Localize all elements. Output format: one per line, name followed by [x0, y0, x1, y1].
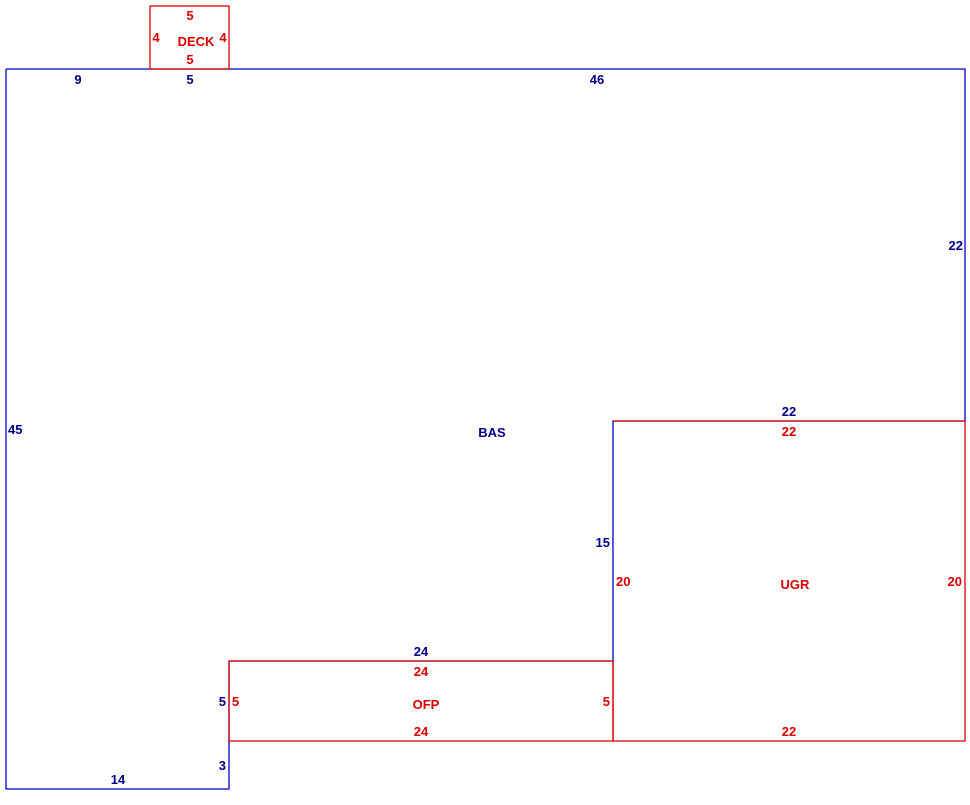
bas-notch-vertical-dimension: 5: [219, 694, 226, 709]
bas-ofp-top-dimension: 24: [414, 644, 429, 659]
deck-left-dimension: 4: [152, 30, 160, 45]
bas-top-left-dimension: 9: [74, 72, 81, 87]
deck-area-label: DECK: [178, 34, 215, 49]
deck-outline: [149, 5, 230, 70]
bas-step-vertical-dimension: 15: [596, 535, 610, 550]
ugr-area-label: UGR: [781, 577, 811, 592]
ofp-area-label: OFP: [413, 697, 440, 712]
bas-bottom-short-dimension: 3: [219, 758, 226, 773]
bas-bottom-dimension: 14: [111, 772, 126, 787]
bas-top-deck-dimension: 5: [186, 72, 193, 87]
deck-bottom-dimension: 5: [186, 52, 193, 67]
ofp-left-dimension: 5: [232, 694, 239, 709]
bas-area-label: BAS: [478, 425, 506, 440]
bas-step-top-dimension: 22: [782, 404, 796, 419]
ofp-top-dimension: 24: [414, 664, 429, 679]
ofp-bottom-dimension: 24: [414, 724, 429, 739]
ofp-outline: [228, 660, 614, 742]
ofp-right-dimension: 5: [603, 694, 610, 709]
deck-top-dimension: 5: [186, 8, 193, 23]
bas-right-upper-dimension: 22: [949, 238, 963, 253]
ugr-right-dimension: 20: [948, 574, 962, 589]
bas-top-right-dimension: 46: [590, 72, 604, 87]
ugr-top-dimension: 22: [782, 424, 796, 439]
ugr-bottom-dimension: 22: [782, 724, 796, 739]
deck-right-dimension: 4: [219, 30, 227, 45]
bas-left-dimension: 45: [8, 422, 22, 437]
ugr-left-dimension: 20: [616, 574, 630, 589]
